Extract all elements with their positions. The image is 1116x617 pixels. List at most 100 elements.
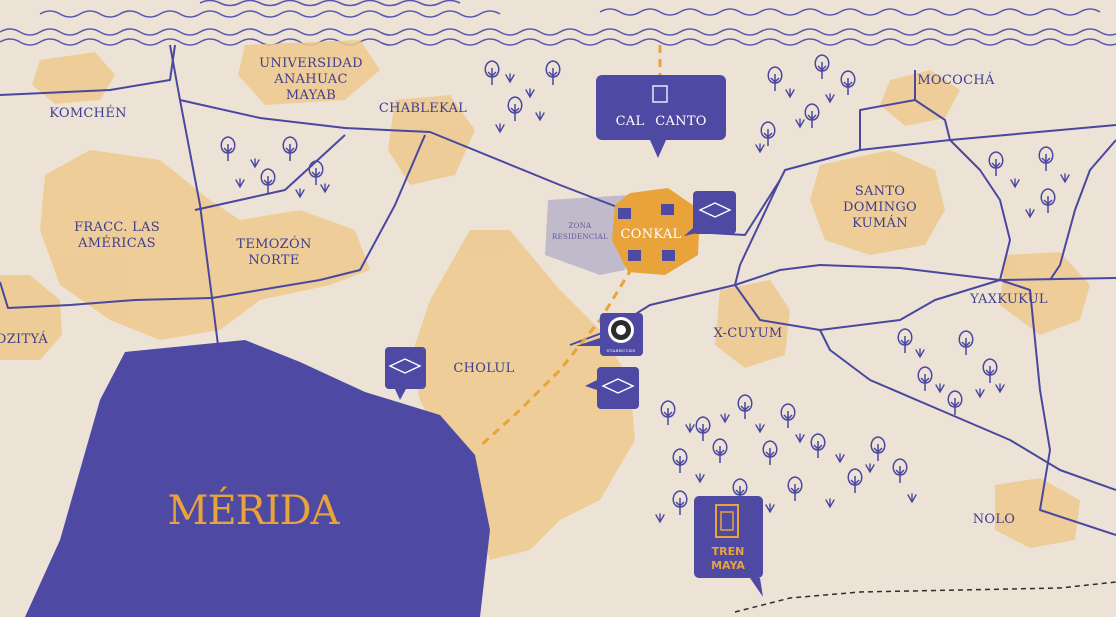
grass-icon xyxy=(825,498,835,509)
tren-maya-marker[interactable]: TREN MAYA xyxy=(694,496,763,597)
grass-icon xyxy=(1025,208,1035,219)
town-label-universidad-3: MAYAB xyxy=(286,88,336,103)
university-marker-conkal[interactable] xyxy=(684,191,736,236)
grass-icon xyxy=(865,463,875,474)
town-label-temozon-2: NORTE xyxy=(248,253,299,268)
tree-icon xyxy=(870,436,886,461)
city-label-merida: MÉRIDA xyxy=(167,487,340,534)
tree-icon xyxy=(787,476,803,501)
tree-icon xyxy=(1040,188,1056,213)
conkal-label: CONKAL xyxy=(621,227,682,242)
forest-decoration xyxy=(220,54,1070,524)
town-label-komchen: KOMCHÉN xyxy=(49,105,127,121)
gym-icon xyxy=(661,204,674,215)
grass-icon xyxy=(907,493,917,504)
cal-canto-label-1: CAL xyxy=(616,114,645,129)
tren-maya-label-2: MAYA xyxy=(711,559,745,572)
grass-icon xyxy=(695,473,705,484)
tree-icon xyxy=(917,366,933,391)
town-label-cholul: CHOLUL xyxy=(453,361,514,376)
grass-icon xyxy=(765,503,775,514)
tree-icon xyxy=(762,440,778,465)
grass-icon xyxy=(795,433,805,444)
grass-icon xyxy=(795,118,805,129)
starbucks-marker[interactable]: STARBUCKS xyxy=(576,313,643,356)
town-label-universidad-1: UNIVERSIDAD xyxy=(259,56,363,71)
starbucks-label: STARBUCKS xyxy=(607,348,636,353)
school-icon xyxy=(618,208,631,219)
tree-icon xyxy=(988,151,1004,176)
grass-icon xyxy=(320,183,330,194)
hospital-icon xyxy=(628,250,641,261)
tree-icon xyxy=(672,448,688,473)
tree-icon xyxy=(892,458,908,483)
tree-icon xyxy=(672,490,688,515)
town-label-xcuyum: X-CUYUM xyxy=(713,326,782,341)
grass-icon xyxy=(755,423,765,434)
tree-icon xyxy=(282,136,298,161)
grass-icon xyxy=(975,388,985,399)
tren-maya-icon xyxy=(715,504,739,538)
grass-icon xyxy=(720,413,730,424)
tree-icon xyxy=(767,66,783,91)
conkal-marker[interactable]: CONKAL xyxy=(612,188,700,275)
town-label-mococha: MOCOCHÁ xyxy=(917,72,995,88)
grass-icon xyxy=(935,383,945,394)
grass-icon xyxy=(915,348,925,359)
grass-icon xyxy=(1010,178,1020,189)
tree-icon xyxy=(712,438,728,463)
tree-icon xyxy=(308,160,324,185)
tree-icon xyxy=(810,433,826,458)
tren-maya-label-1: TREN xyxy=(712,545,745,558)
grass-icon xyxy=(235,178,245,189)
town-labels: KOMCHÉN UNIVERSIDAD ANAHUAC MAYAB CHABLE… xyxy=(0,56,1048,534)
town-label-santo-1: SANTO xyxy=(855,184,906,199)
grass-icon xyxy=(685,423,695,434)
tree-icon xyxy=(260,168,276,193)
tree-icon xyxy=(947,390,963,415)
cal-canto-marker[interactable]: CAL CANTO xyxy=(596,75,726,158)
grass-icon xyxy=(535,111,545,122)
university-marker-south[interactable] xyxy=(585,367,639,409)
tree-icon xyxy=(507,96,523,121)
grass-icon xyxy=(755,143,765,154)
tree-icon xyxy=(958,330,974,355)
grass-icon xyxy=(835,453,845,464)
graduation-cap-icon xyxy=(601,378,635,394)
town-label-temozon-1: TEMOZÓN xyxy=(236,235,311,252)
town-label-fracc-2: AMÉRICAS xyxy=(77,235,156,251)
tren-maya-track xyxy=(734,581,1116,613)
town-label-universidad-2: ANAHUAC xyxy=(273,72,347,87)
tree-icon xyxy=(760,121,776,146)
town-label-nolo: NOLO xyxy=(973,512,1016,527)
merida-area[interactable] xyxy=(25,340,490,617)
town-label-dzitya: DZITYÁ xyxy=(0,331,48,347)
grass-icon xyxy=(785,88,795,99)
university-marker-cholul[interactable] xyxy=(385,347,426,400)
tree-icon xyxy=(897,328,913,353)
tree-icon xyxy=(545,60,561,85)
tree-icon xyxy=(695,416,711,441)
grass-icon xyxy=(655,513,665,524)
tree-icon xyxy=(804,103,820,128)
tree-icon xyxy=(982,358,998,383)
grass-icon xyxy=(995,383,1005,394)
tree-icon xyxy=(220,136,236,161)
tree-icon xyxy=(484,60,500,85)
grass-icon xyxy=(525,88,535,99)
tree-icon xyxy=(660,400,676,425)
tree-icon xyxy=(840,70,856,95)
residential-zone xyxy=(545,195,630,275)
zone-label-1: ZONA xyxy=(569,222,593,230)
graduation-cap-icon xyxy=(698,202,732,218)
town-label-fracc-1: FRACC. LAS xyxy=(74,220,160,235)
route-dashed-south xyxy=(476,267,634,450)
grass-icon xyxy=(1060,173,1070,184)
grass-icon xyxy=(250,158,260,169)
grass-icon xyxy=(505,73,515,84)
cal-canto-label-2: CANTO xyxy=(655,114,707,129)
grass-icon xyxy=(295,188,305,199)
shop-icon xyxy=(662,250,675,261)
tree-icon xyxy=(814,54,830,79)
